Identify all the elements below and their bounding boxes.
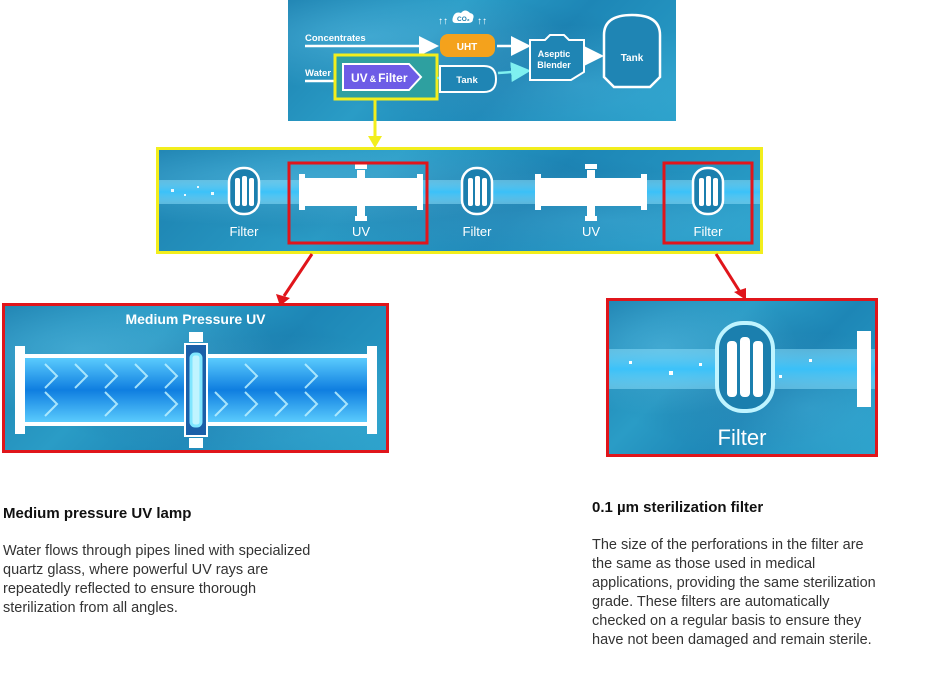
uv-detail-title: Medium Pressure UV <box>125 311 266 327</box>
filter-highlight-box <box>662 161 754 245</box>
svg-text:↑↑: ↑↑ <box>438 16 448 27</box>
uv-filter-label-uv: UV <box>351 71 368 85</box>
water-label: Water <box>305 68 331 79</box>
filter-detail-icon <box>715 321 775 413</box>
filter-section-line: The size of the perforations in the filt… <box>592 537 864 553</box>
uv-detail-frame: Medium Pressure UV <box>2 303 389 453</box>
filter-section-line: grade. These filters are automatically <box>592 594 830 610</box>
pipeline-label-filter-3: Filter <box>694 224 724 239</box>
filter-section: 0.1 µm sterilization filter The size of … <box>592 499 937 650</box>
uv-filter-label-amp: & <box>370 74 377 84</box>
filter-section-line: have not been damaged and remain sterile… <box>592 632 872 648</box>
filter-detail-frame: Filter <box>606 298 878 457</box>
uv-detail-graphic <box>15 332 377 448</box>
red-arrow-left <box>276 253 314 306</box>
tank-big-shape <box>602 13 662 89</box>
filter-section-line: applications, providing the same sterili… <box>592 575 876 591</box>
filter-detail-graphic <box>609 321 875 413</box>
aseptic-blender-label-2: Blender <box>537 60 571 70</box>
uv-section: Medium pressure UV lamp Water flows thro… <box>3 505 383 618</box>
process-flow-graphic: Concentrates ↑↑ ↑↑ CO₂ UHT Water UV&Filt… <box>305 10 662 101</box>
uv-section-line: quartz glass, where powerful UV rays are <box>3 562 269 578</box>
filter-icon-2 <box>460 166 494 216</box>
filter-section-line: the same as those used in medical <box>592 556 816 572</box>
pipeline-label-filter-1: Filter <box>230 224 260 239</box>
uv-unit-icon-1 <box>299 164 423 221</box>
aseptic-blender-shape <box>529 34 585 81</box>
uht-box <box>440 34 495 57</box>
co2-label: CO₂ <box>457 16 470 23</box>
pipeline-label-uv-1: UV <box>352 224 370 239</box>
concentrates-label: Concentrates <box>305 33 366 44</box>
uv-section-line: sterilization from all angles. <box>3 600 178 616</box>
tank-big-label: Tank <box>621 53 644 64</box>
uv-filter-label-filter: Filter <box>378 71 408 85</box>
svg-text:↑↑: ↑↑ <box>477 16 487 27</box>
process-diagram-panel: Concentrates ↑↑ ↑↑ CO₂ UHT Water UV&Filt… <box>288 0 676 121</box>
pipeline-graphic: Filter UV Filter UV Filter <box>159 161 760 245</box>
uv-unit-icon-2 <box>535 164 647 221</box>
uv-highlight-box <box>287 161 429 245</box>
filter-section-line: checked on a regular basis to ensure the… <box>592 613 862 629</box>
red-arrow-right <box>714 253 746 300</box>
uv-section-line: repeatedly reflected to ensure thorough <box>3 581 257 597</box>
pipeline-label-filter-2: Filter <box>463 224 493 239</box>
tank-small-shape <box>439 65 498 93</box>
filter-icon-3 <box>691 166 725 216</box>
yellow-connector-arrow <box>368 98 382 148</box>
svg-text:UV&Filter: UV&Filter <box>351 71 408 85</box>
uht-label: UHT <box>457 42 478 53</box>
tank-small-label: Tank <box>456 75 478 86</box>
filter-section-title: 0.1 µm sterilization filter <box>592 499 764 516</box>
filter-detail-label: Filter <box>717 425 767 450</box>
aseptic-blender-label-1: Aseptic <box>538 49 571 59</box>
pipeline-label-uv-2: UV <box>582 224 600 239</box>
uv-section-line: Water flows through pipes lined with spe… <box>3 543 311 559</box>
uv-section-title: Medium pressure UV lamp <box>3 505 192 522</box>
uv-lamp-icon <box>184 332 208 448</box>
filter-icon-1 <box>227 166 261 216</box>
pipeline-strip-frame: Filter UV Filter UV Filter <box>156 147 763 254</box>
